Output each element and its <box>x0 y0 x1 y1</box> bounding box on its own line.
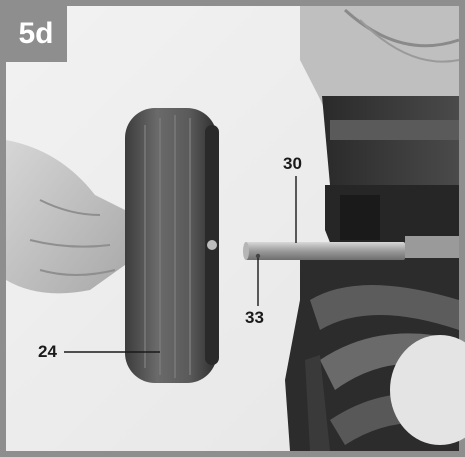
shaft-tip-mark <box>255 253 261 259</box>
step-number-badge: 5d <box>5 6 67 62</box>
axle-shaft <box>243 236 459 260</box>
callout-24-label: 24 <box>38 342 57 361</box>
wheel-housing <box>285 250 465 451</box>
callout-33-label: 33 <box>245 308 264 327</box>
wheel <box>125 108 219 383</box>
callout-30-label: 30 <box>283 154 302 173</box>
hand <box>6 140 125 294</box>
